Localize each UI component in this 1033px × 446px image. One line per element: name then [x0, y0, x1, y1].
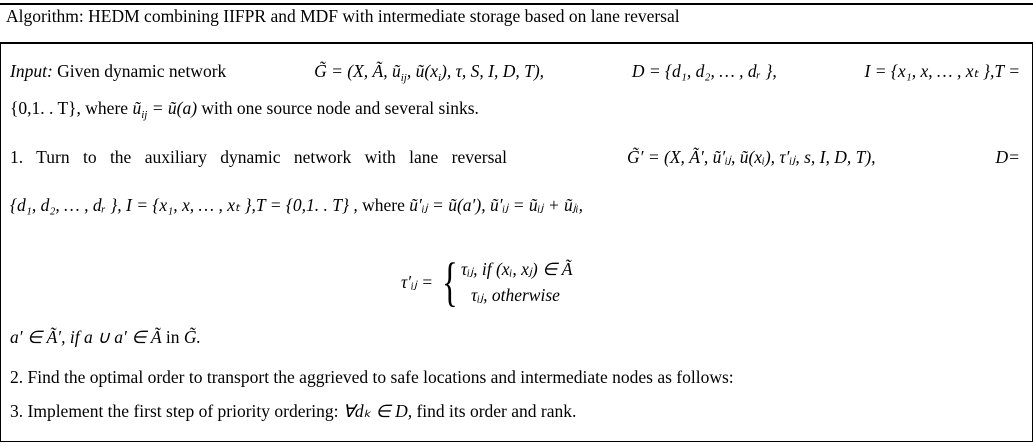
a-line: a′ ∈ Ã′, if a ∪ a′ ∈ Ã in G̃.: [10, 327, 201, 348]
in-text: in: [165, 327, 180, 347]
capacity-eq-2: ũ′ᵢⱼ = ũᵢⱼ + ũⱼᵢ,: [489, 195, 584, 215]
case-2: τᵢⱼ, otherwise: [471, 285, 560, 305]
tau-cases: τ′ᵢⱼ = { τᵢⱼ, if (xᵢ, xⱼ) ∈ Ã τᵢⱼ, other…: [401, 255, 572, 309]
step1-text: 1. Turn to the auxiliary dynamic network…: [10, 147, 508, 167]
header-rule: [0, 42, 1033, 44]
input-text: Given dynamic network: [57, 61, 227, 81]
input-line-2: {0,1. . T}, where ũij = ũ(a) with one so…: [10, 98, 479, 121]
d-label: D=: [995, 147, 1020, 167]
input-description: with one source node and several sinks.: [201, 98, 479, 118]
network-definition: G̃ = (X, Ã, ũij, ũ(xi), τ, S, I, D, T),: [314, 61, 545, 84]
step2: 2. Find the optimal order to transport t…: [10, 367, 734, 387]
step1-line-1: 1. Turn to the auxiliary dynamic network…: [10, 147, 1020, 168]
top-rule: [0, 3, 1033, 5]
capacity-eq-1: ũ′ᵢⱼ = ũ(a′),: [409, 195, 486, 215]
step3-math: ∀dₖ ∈ D,: [342, 401, 413, 421]
i-set: I = {x₁, x, … , xₜ },T =: [864, 61, 1020, 81]
algorithm-title: Algorithm: HEDM combining IIFPR and MDF …: [6, 6, 680, 26]
step1-line-2: {d₁, d₂, … , dᵣ }, I = {x₁, x, … , xₜ },…: [10, 195, 583, 216]
capacity-eq: ũij = ũ(a): [132, 98, 198, 121]
a-condition: a′ ∈ Ã′, if a ∪ a′ ∈ Ã: [10, 327, 162, 347]
case-1: τᵢⱼ, if (xᵢ, xⱼ) ∈ Ã: [461, 259, 573, 279]
step3-prefix: 3. Implement the first step of priority …: [10, 401, 339, 421]
step3-suffix: find its order and rank.: [416, 401, 577, 421]
g-symbol: G̃.: [183, 327, 201, 347]
input-line-1: Input: Given dynamic network G̃ = (X, Ã,…: [10, 61, 1020, 84]
where-text: where: [362, 195, 405, 215]
step3: 3. Implement the first step of priority …: [10, 401, 576, 422]
tau-lhs: τ′ᵢⱼ =: [401, 271, 434, 292]
t-set: {0,1. . T}, where: [10, 98, 129, 118]
d-set: D = {d₁, d₂, … , dᵣ },: [631, 61, 777, 81]
input-label: Input:: [10, 61, 53, 81]
brace-icon: {: [442, 252, 458, 312]
auxiliary-network: G̃′ = (X, Ã′, ũ′ᵢⱼ, ũ(xᵢ), τ′ᵢⱼ, s, I, D…: [627, 147, 876, 167]
step1-sets: {d₁, d₂, … , dᵣ }, I = {x₁, x, … , xₜ },…: [10, 195, 358, 215]
